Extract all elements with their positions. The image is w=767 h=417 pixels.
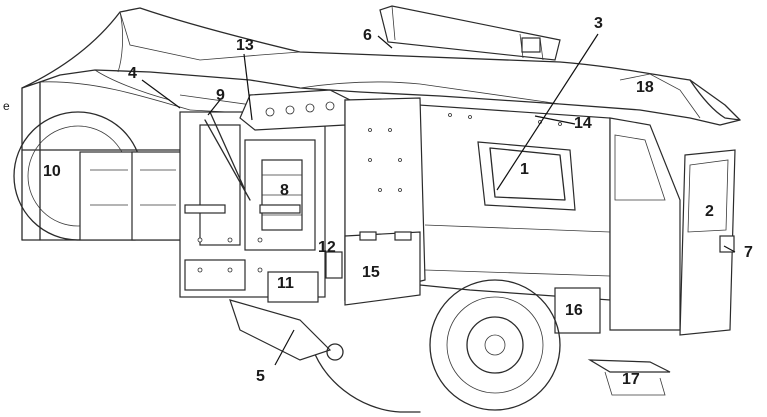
callout-18: 18 [636,79,654,96]
callout-1: 1 [520,161,529,178]
callout-16: 16 [565,302,583,319]
awning-bag [379,5,561,61]
callout-14: 14 [574,115,592,132]
callout-6: 6 [363,27,372,44]
callout-5: 5 [256,368,265,385]
callout-4: 4 [128,65,137,82]
awning [21,7,741,126]
side-hatch [325,251,343,279]
callout-13: 13 [236,37,254,54]
leader-lines [141,33,736,366]
side-step-box [554,287,601,334]
callout-2: 2 [705,203,714,220]
callout-10: 10 [43,163,61,180]
callout-7: 7 [744,244,753,261]
tow-hitch [229,299,344,361]
cab [609,117,736,336]
spare-wheel [13,111,183,241]
roof-boxes [239,89,351,131]
wheels [309,279,561,413]
rear-rack [179,111,326,303]
callout-11: 11 [277,275,294,292]
callout-8: 8 [280,182,289,199]
callout-3: 3 [594,15,603,32]
callout-15: 15 [362,264,380,281]
edge-text-fragment: e [3,99,10,113]
side-locker [344,231,421,306]
callout-17: 17 [622,371,640,388]
callout-9: 9 [216,87,225,104]
callout-12: 12 [318,239,336,256]
front-step [587,359,671,396]
side-window [477,141,576,211]
